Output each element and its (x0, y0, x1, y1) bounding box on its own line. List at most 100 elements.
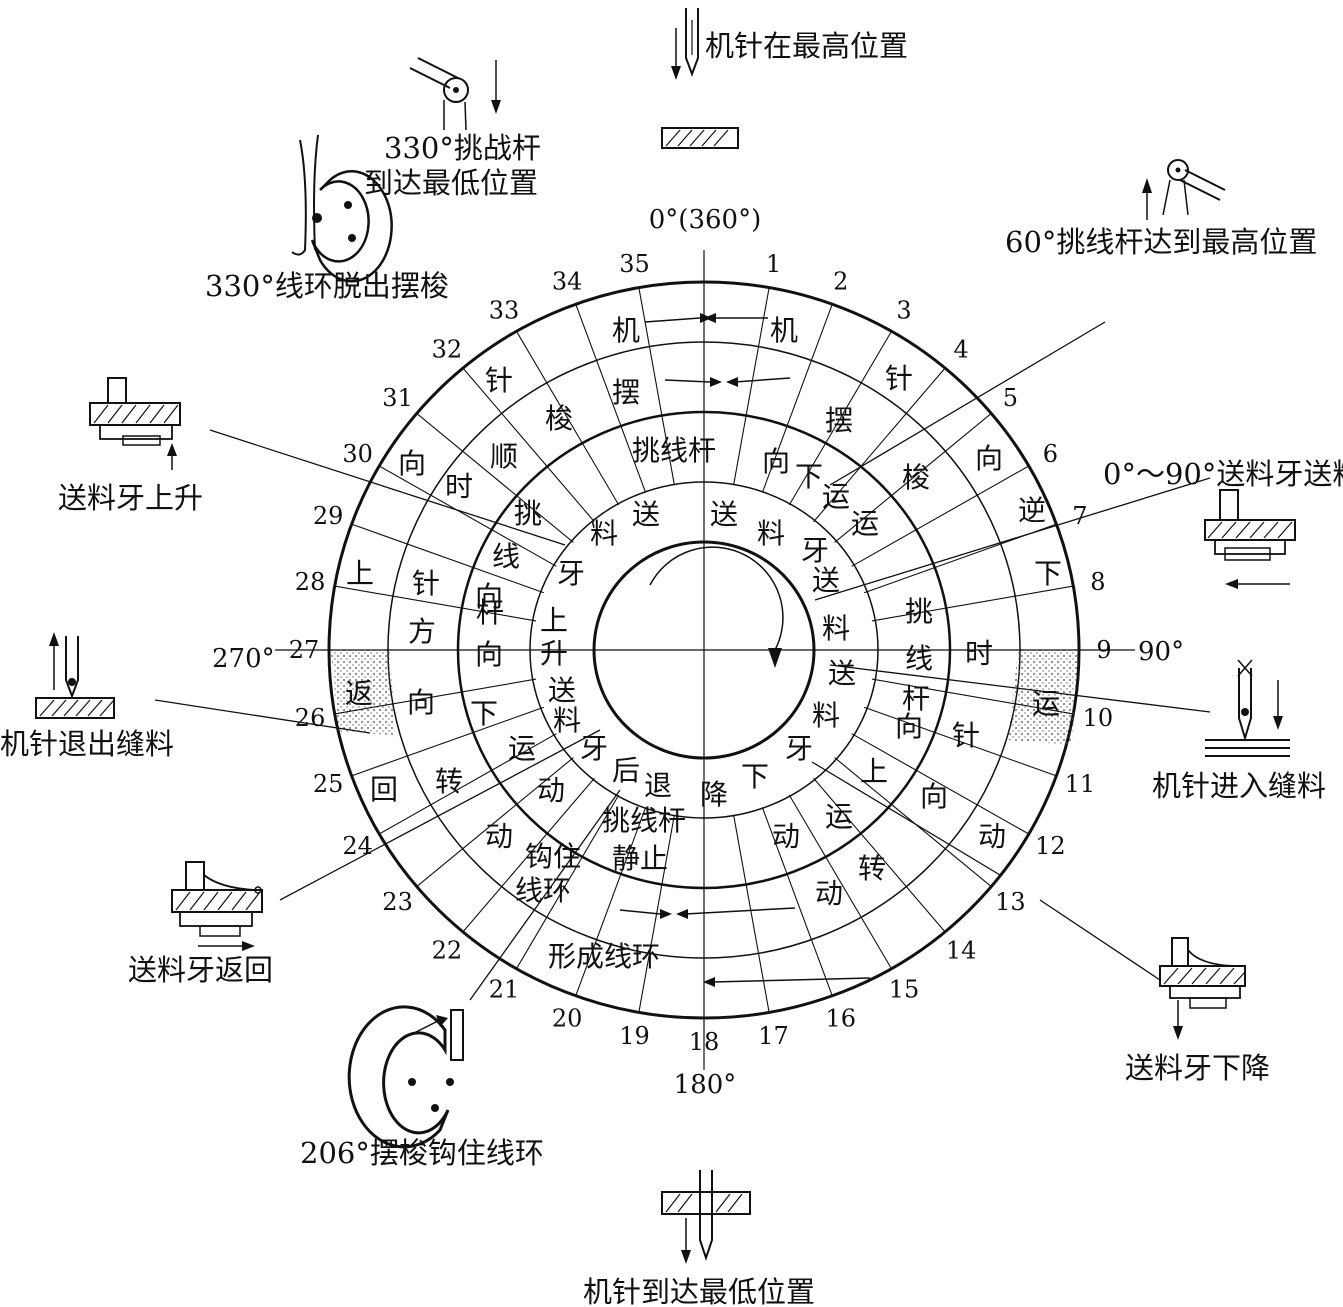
rotation-arrow-head (768, 648, 782, 668)
sector-divider (761, 807, 833, 996)
caption-needle-top: 机针在最高位置 (705, 29, 908, 63)
needle-ring-char: 针 (885, 362, 913, 395)
needle-ring-char: 针 (952, 719, 980, 752)
shuttle-ring-char: 摆 (825, 404, 853, 437)
sector-divider (516, 794, 620, 969)
needle-in-icon (1205, 659, 1290, 757)
takeup-ring-char: 挑 (905, 595, 933, 628)
needle-ring-char: 下 (1034, 557, 1062, 590)
sector-number: 19 (619, 1022, 650, 1050)
shuttle-ring-char: 向 (762, 445, 790, 478)
timing-rings (275, 250, 1135, 1070)
sector-number: 9 (1096, 636, 1111, 664)
sector-divider (761, 304, 833, 493)
shuttle-ring-char: 针 (412, 567, 440, 600)
sector-lines (334, 287, 1074, 1013)
feed-ring-char: 料 (757, 517, 785, 550)
feed-return-icon (171, 861, 263, 951)
degree-bottom: 180° (674, 1070, 737, 1100)
shuttle-ring-char: 梭 (545, 402, 573, 435)
sector-divider (462, 367, 595, 523)
sector-divider (813, 367, 946, 523)
sector-divider (864, 706, 1057, 777)
shuttle-ring-char: 动 (485, 820, 513, 853)
rotation-arrow (649, 546, 784, 651)
takeup-ring-char: 时 (965, 637, 993, 670)
feed-ring-char: 料 (812, 699, 840, 732)
sector-number: 24 (342, 832, 373, 860)
sector-divider (851, 465, 1030, 567)
needle-ring-char: 针 (485, 364, 513, 397)
sector-number: 11 (1065, 770, 1096, 798)
sector-divider (462, 777, 595, 933)
sector-number: 5 (1003, 384, 1018, 412)
caption-takeup-low-1: 330°挑战杆 (384, 131, 541, 165)
feed-ring-char: 降 (700, 778, 728, 811)
takeup-ring-char: 挑线杆 (632, 434, 716, 467)
sector-number: 26 (295, 704, 326, 732)
needle-ring-char: 返 (345, 677, 373, 710)
sector-divider (516, 331, 620, 506)
takeup-ring-char: 杆 (476, 596, 504, 629)
shuttle-loop-icon (291, 134, 393, 283)
sector-divider (351, 523, 544, 594)
sector-number: 30 (342, 440, 373, 468)
sector-number: 21 (489, 975, 520, 1003)
caption-needle-out: 机针退出缝料 (0, 727, 174, 761)
caption-feed-forward: 0°～90°送料牙送料 (1103, 457, 1343, 491)
sector-divider (733, 287, 770, 486)
caption-needle-bottom: 机针到达最低位置 (583, 1275, 815, 1307)
feed-ring-char: 送 (710, 498, 738, 531)
sector-divider (416, 757, 574, 887)
feed-ring-char: 后 (612, 754, 640, 787)
needle-ring-char: 时 (445, 470, 473, 503)
feed-forward-icon (1204, 489, 1296, 589)
sector-divider (416, 413, 574, 543)
needle-ring-char: 向 (398, 447, 426, 480)
takeup-ring-char: 静止 (612, 842, 668, 875)
feed-ring-char: 送 (548, 674, 576, 707)
sector-divider (575, 304, 647, 493)
sector-number: 13 (995, 888, 1026, 916)
sector-number: 32 (432, 336, 463, 364)
sector-number: 3 (896, 297, 911, 325)
feed-ring-char: 上 (540, 604, 568, 637)
sector-number: 7 (1072, 502, 1087, 530)
takeup-lever-high-icon (1142, 159, 1226, 220)
sector-number: 2 (833, 268, 848, 296)
sector-divider (575, 807, 647, 996)
takeup-ring-char: 线环 (515, 874, 571, 907)
caption-hook-catch: 206°摆梭钩住线环 (300, 1136, 544, 1170)
needle-ring-char: 动 (978, 820, 1006, 853)
takeup-ring-char: 杆 (902, 682, 930, 715)
caption-feed-return: 送料牙返回 (128, 953, 273, 987)
shuttle-ring-char: 顺 (490, 440, 518, 473)
sector-divider (378, 465, 557, 567)
needle-ring-char: 向 (407, 686, 435, 719)
sector-divider (334, 585, 537, 622)
needle-bottom-icon (661, 1170, 751, 1264)
takeup-ring-char: 线 (492, 540, 520, 573)
takeup-ring-char: 线 (905, 642, 933, 675)
shuttle-ring-char: 动 (772, 820, 800, 853)
sector-number: 23 (382, 888, 413, 916)
sector-divider (638, 287, 675, 486)
sector-number: 1 (766, 250, 781, 278)
sector-number: 31 (382, 384, 413, 412)
sector-number: 20 (552, 1004, 583, 1032)
sector-divider (834, 413, 992, 543)
feed-ring-text: 送 送 料 牙 送 料 送 料 牙 料 牙 上 升 送 料 牙 后 退 降 (540, 498, 856, 811)
feed-ring-char: 送 (812, 564, 840, 597)
caption-loop-off: 330°线环脱出摆梭 (205, 269, 449, 303)
sector-number: 16 (826, 1004, 857, 1032)
sector-number: 35 (619, 250, 650, 278)
takeup-lever-low-icon (409, 57, 501, 131)
shuttle-ring-char: 运 (822, 480, 850, 513)
sector-divider (733, 814, 770, 1013)
sector-number: 14 (946, 936, 977, 964)
needle-ring-char: 机 (770, 314, 798, 347)
degree-top: 0°(360°) (649, 205, 761, 235)
sector-divider (788, 794, 892, 969)
